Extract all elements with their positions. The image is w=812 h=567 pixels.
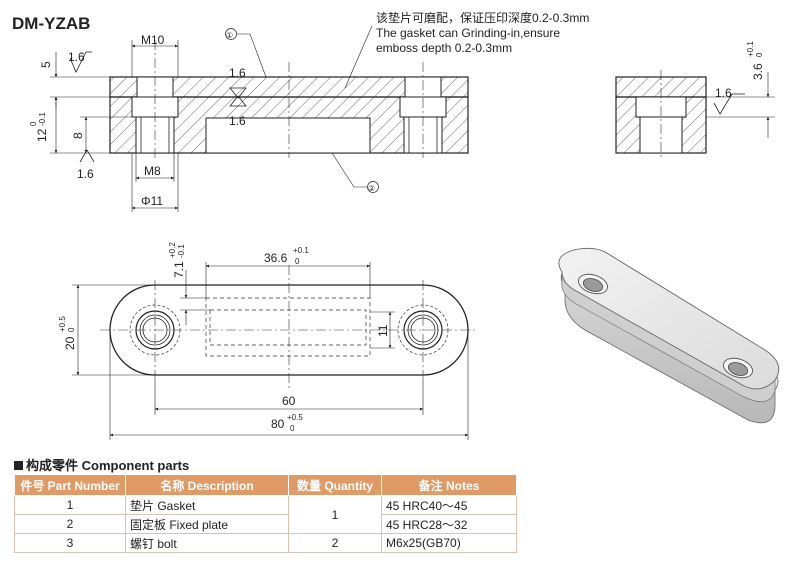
dim-3-6-upper: +0.1 <box>746 41 755 57</box>
dim-m8: M8 <box>144 164 161 178</box>
top-view: 36.6 +0.1 0 7.1 +0.2 -0.1 20 +0.5 0 11 6… <box>58 242 478 440</box>
cell-notes: M6x25(GB70) <box>381 533 517 553</box>
cell-notes: 45 HRC28～32 <box>381 514 517 534</box>
dim-80-upper: +0.5 <box>287 413 303 422</box>
component-parts-heading: 构成零件 Component parts <box>14 455 189 474</box>
dim-20-upper: +0.5 <box>58 316 67 332</box>
roughness-symbol: 1.6 1.6 <box>229 66 247 128</box>
note-chinese: 该垫片可磨配，保证压印深度0.2-0.3mm <box>376 10 589 25</box>
square-bullet-icon <box>14 461 23 470</box>
table-header-row: 件号 Part Number 名称 Description 数量 Quantit… <box>14 474 517 496</box>
drawing-title: DM-YZAB <box>12 14 90 33</box>
note-english-2: emboss depth 0.2-0.3mm <box>376 41 512 55</box>
dim-7-1-upper: +0.2 <box>168 242 177 258</box>
dim-36-6-lower: 0 <box>295 257 300 266</box>
header-notes: 备注 Notes <box>381 474 517 496</box>
cell-description: 螺钉 bolt <box>125 533 289 553</box>
dim-8: 8 <box>71 132 85 139</box>
dim-3-6: 3.6 <box>751 63 765 80</box>
table-row: 2 固定板 Fixed plate 45 HRC28～32 <box>14 514 517 534</box>
roughness-symbol: 1.6 <box>68 50 92 73</box>
callout-2: ② <box>368 184 375 193</box>
dim-36-6: 36.6 <box>264 251 288 265</box>
header-quantity: 数量 Quantity <box>288 474 382 496</box>
dim-12: 12 <box>35 128 49 142</box>
header-part-number: 件号 Part Number <box>14 474 126 496</box>
dim-12-upper: 0 <box>29 121 38 126</box>
cell-notes: 45 HRC40～45 <box>381 495 517 515</box>
dim-20: 20 <box>63 336 77 350</box>
cell-quantity: 1 <box>288 495 382 534</box>
roughness-symbol: 1.6 <box>713 86 745 115</box>
dim-5: 5 <box>39 61 53 68</box>
cell-description: 垫片 Gasket <box>125 495 289 515</box>
svg-text:1.6: 1.6 <box>77 167 94 181</box>
dim-7-1: 7.1 <box>172 261 186 278</box>
side-section-view: 3.6 +0.1 0 1.6 <box>615 41 775 160</box>
component-parts-table: 件号 Part Number 名称 Description 数量 Quantit… <box>14 474 517 553</box>
dim-3-6-lower: 0 <box>755 52 764 57</box>
cell-description: 固定板 Fixed plate <box>125 514 289 534</box>
cell-part: 1 <box>14 495 126 515</box>
front-section-view: M10 M8 Φ11 5 8 12 0 -0.1 1.6 <box>29 10 589 212</box>
dim-m10: M10 <box>141 33 165 47</box>
dim-80-lower: 0 <box>290 424 295 433</box>
cell-part: 3 <box>14 533 126 553</box>
dim-11: 11 <box>376 324 390 337</box>
table-row: 1 垫片 Gasket 1 45 HRC40～45 <box>14 495 517 534</box>
dim-60: 60 <box>282 394 296 408</box>
isometric-view <box>558 247 780 424</box>
dim-phi11: Φ11 <box>141 194 163 208</box>
dim-36-6-upper: +0.1 <box>293 246 309 255</box>
dim-12-lower: -0.1 <box>38 112 47 126</box>
dim-7-1-lower: -0.1 <box>177 244 186 258</box>
roughness-symbol: 1.6 <box>77 149 95 181</box>
callout-1: ① <box>226 31 233 40</box>
note-english-1: The gasket can Grinding-in,ensure <box>376 26 560 40</box>
dim-80: 80 <box>271 417 285 431</box>
header-description: 名称 Description <box>125 474 289 496</box>
svg-text:1.6: 1.6 <box>229 66 246 80</box>
cell-quantity: 2 <box>288 533 382 553</box>
svg-text:1.6: 1.6 <box>68 50 85 64</box>
table-row: 3 螺钉 bolt 2 M6x25(GB70) <box>14 533 517 553</box>
cell-part: 2 <box>14 514 126 534</box>
svg-text:1.6: 1.6 <box>715 86 732 100</box>
svg-text:1.6: 1.6 <box>229 114 246 128</box>
dim-20-lower: 0 <box>67 327 76 332</box>
